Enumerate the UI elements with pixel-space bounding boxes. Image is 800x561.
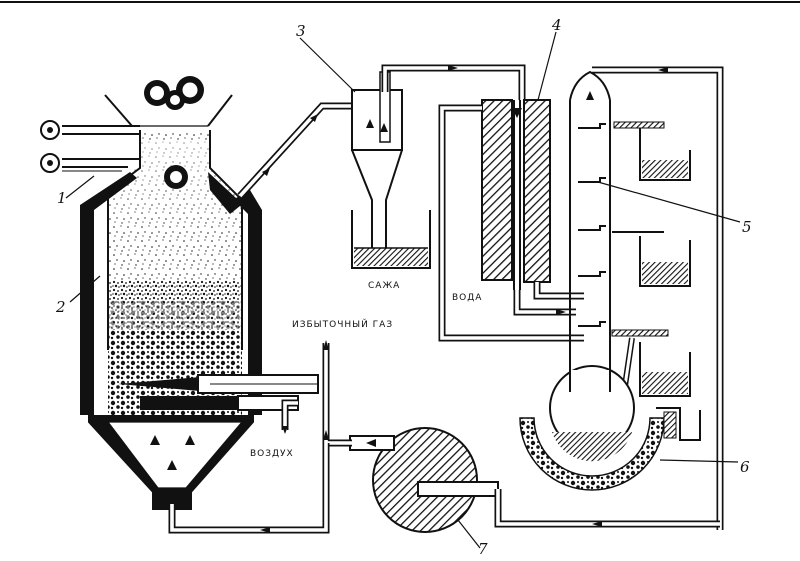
blower	[349, 427, 499, 533]
tray-1	[578, 121, 691, 181]
scrubber-column	[569, 66, 724, 530]
label-2: 2	[55, 298, 66, 316]
reactor	[40, 76, 319, 510]
tray-2	[578, 177, 606, 183]
tray-4	[578, 271, 606, 277]
recycle-pipes	[168, 340, 720, 534]
gas-outlet-pipe	[237, 102, 356, 199]
separator	[519, 365, 701, 491]
label-5: 5	[742, 218, 752, 236]
leader-lines	[65, 31, 741, 549]
label-3: 3	[296, 22, 306, 40]
label-air: ВОЗДУХ	[250, 449, 294, 459]
tray-3	[578, 225, 691, 287]
gas-pipe-to-cooler	[381, 64, 526, 100]
label-7: 7	[478, 540, 488, 558]
cooler	[438, 99, 584, 342]
label-water: ВОДА	[452, 293, 482, 303]
label-excess-gas: ИЗБЫТОЧНЫЙ ГАЗ	[292, 318, 393, 330]
label-soot: САЖА	[368, 281, 400, 291]
cyclone	[351, 71, 431, 269]
label-6: 6	[740, 458, 750, 476]
label-4: 4	[551, 16, 562, 34]
label-1: 1	[57, 189, 67, 207]
